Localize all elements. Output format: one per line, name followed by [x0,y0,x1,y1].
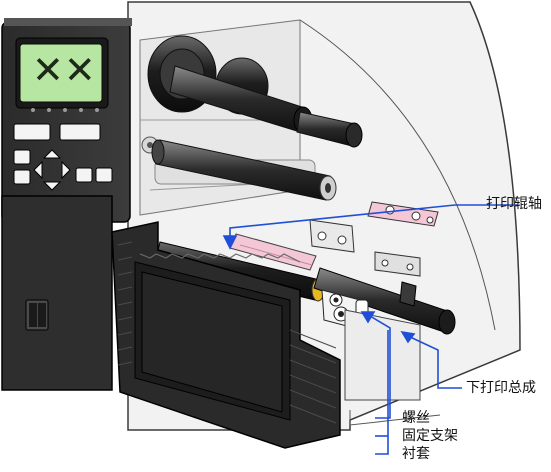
side-brackets [309,219,421,277]
label-print-roller-shaft: 打印辊轴 [486,196,542,212]
chassis-inner-arc [299,19,496,331]
callout-lower-assembly-line [407,335,462,389]
callout-lower-assembly-arrow [400,330,416,344]
label-screw: 螺丝 [402,410,430,426]
lower-shaft [313,267,456,335]
callout-screw-arrow [360,311,376,324]
callout-lines [222,204,518,455]
lcd-glyph: ✕✕ [32,48,96,92]
callout-screw-line [369,315,391,419]
upper-roller-assembly [141,35,363,154]
lower-print-plate [344,309,421,401]
callout-bushing-line [375,330,389,455]
label-fixing-bracket: 固定支架 [402,428,458,444]
middle-roller [151,139,337,201]
callout-print-roller-arrow [222,235,238,250]
control-console [1,18,132,223]
label-bushing: 衬套 [402,446,430,462]
base-housing [1,195,113,391]
label-lower-print-assembly: 下打印总成 [466,380,536,396]
front-cover [111,221,341,449]
callout-print-roller-line [229,204,518,240]
